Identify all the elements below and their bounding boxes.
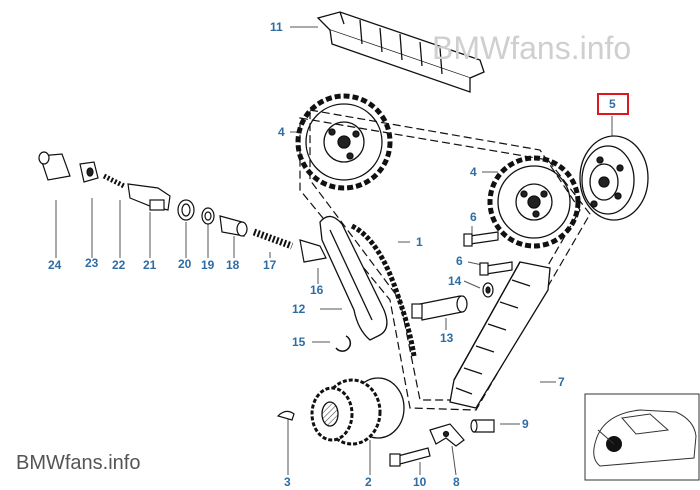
part-label-16[interactable]: 16	[310, 283, 324, 297]
part-label-3[interactable]: 3	[284, 475, 291, 489]
leader-lines	[55, 26, 613, 476]
sprocket-4-upper	[295, 93, 393, 191]
part-label-9[interactable]: 9	[522, 417, 529, 431]
tensioner-rail-12	[319, 215, 388, 341]
bolt-10	[389, 447, 431, 467]
pin-9	[470, 419, 495, 433]
vibration-damper-5	[579, 135, 649, 221]
part-label-4-upper[interactable]: 4	[278, 125, 285, 139]
part-label-5[interactable]: 5	[609, 97, 616, 111]
woodruff-key-3	[276, 410, 295, 421]
part-label-20[interactable]: 20	[178, 257, 192, 271]
part-label-12[interactable]: 12	[292, 302, 306, 316]
highlight-box-part-5	[597, 93, 629, 115]
part-label-1[interactable]: 1	[416, 235, 423, 249]
part-label-8[interactable]: 8	[453, 475, 460, 489]
crankshaft-sprocket-2	[310, 377, 405, 446]
part-label-19[interactable]: 19	[201, 258, 215, 272]
part-label-14[interactable]: 14	[448, 274, 462, 288]
watermark-top: BMWfans.info	[432, 30, 632, 66]
sprocket-4-lower	[487, 155, 581, 249]
part-label-24[interactable]: 24	[48, 258, 62, 272]
part-label-21[interactable]: 21	[143, 258, 157, 272]
part-label-15[interactable]: 15	[292, 335, 306, 349]
part-label-11[interactable]: 11	[270, 20, 283, 34]
washer-14	[482, 282, 494, 298]
bracket-8	[429, 423, 465, 447]
part-label-22[interactable]: 22	[112, 258, 126, 272]
bolts-6	[463, 231, 513, 276]
part-label-7[interactable]: 7	[558, 375, 565, 389]
timing-chain-path	[299, 109, 591, 411]
part-label-13[interactable]: 13	[440, 331, 454, 345]
part-label-2[interactable]: 2	[365, 475, 372, 489]
part-label-4-lower[interactable]: 4	[470, 165, 477, 179]
part-label-17[interactable]: 17	[263, 258, 277, 272]
part-label-6-upper[interactable]: 6	[470, 210, 477, 224]
guide-rail-7	[449, 261, 551, 409]
guide-rail-11	[316, 11, 485, 93]
chain-1	[350, 223, 417, 357]
tensioner-assembly-parts	[38, 151, 327, 263]
circlip-15	[335, 335, 352, 352]
car-with-timing-location-icon	[584, 393, 700, 481]
part-label-23[interactable]: 23	[85, 256, 99, 270]
part-label-10[interactable]: 10	[413, 475, 427, 489]
part-label-18[interactable]: 18	[226, 258, 240, 272]
pin-13	[411, 295, 468, 321]
part-label-6-lower[interactable]: 6	[456, 254, 463, 268]
watermark-bottom: BMWfans.info	[16, 452, 141, 474]
